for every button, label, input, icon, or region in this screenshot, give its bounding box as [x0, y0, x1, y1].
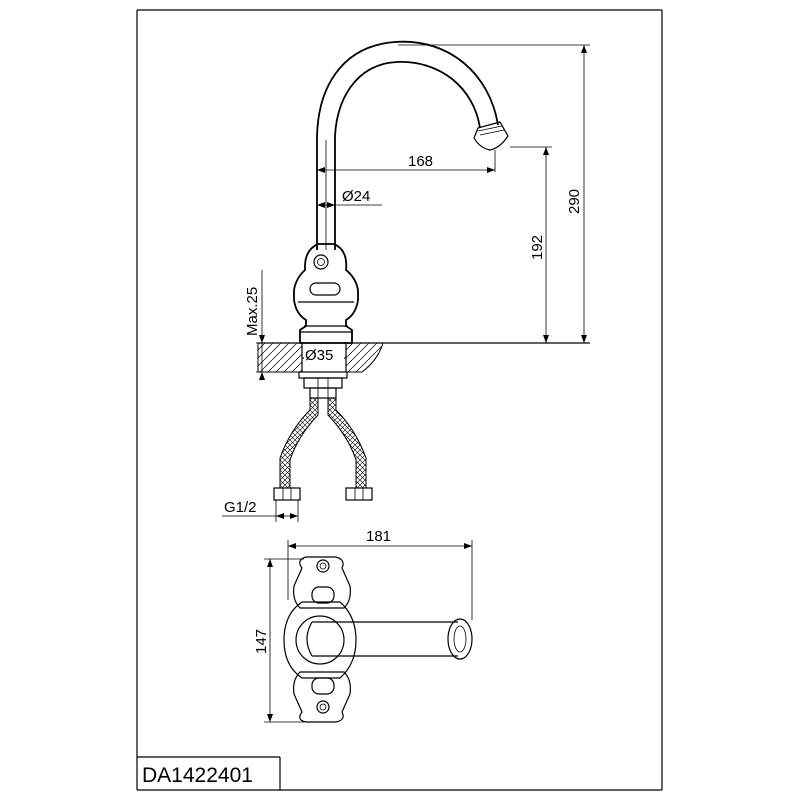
- hole-diameter-label: Ø35: [305, 347, 333, 364]
- dimension-spout-height: 192: [510, 146, 552, 343]
- dimension-width: 181: [287, 528, 473, 620]
- dimension-spout-diameter: Ø24: [317, 188, 382, 208]
- dimension-reach: 168: [316, 140, 496, 173]
- connection-label: G1/2: [224, 499, 257, 516]
- product-code: DA1422401: [142, 764, 253, 787]
- mounting-nut: [298, 371, 348, 399]
- reach-label: 168: [408, 153, 433, 170]
- dimension-connection: G1/2: [222, 499, 299, 522]
- total-height-label: 290: [566, 189, 583, 214]
- faucet-spout: [316, 40, 509, 250]
- supply-hoses: [273, 397, 373, 501]
- depth-label: 147: [253, 629, 270, 654]
- spout-diameter-label: Ø24: [342, 188, 370, 205]
- dimension-depth: 147: [253, 558, 304, 723]
- max-thickness-label: Max.25: [244, 287, 261, 336]
- faucet-top-view: [283, 556, 473, 723]
- width-label: 181: [366, 528, 391, 545]
- dimension-max-thickness: Max.25: [244, 270, 270, 380]
- faucet-body: [293, 243, 359, 344]
- drawing-frame: [136, 9, 663, 791]
- spout-height-label: 192: [529, 235, 546, 260]
- dimension-total-height: 290: [398, 44, 590, 343]
- dimension-hole-diameter: Ø35: [302, 345, 346, 364]
